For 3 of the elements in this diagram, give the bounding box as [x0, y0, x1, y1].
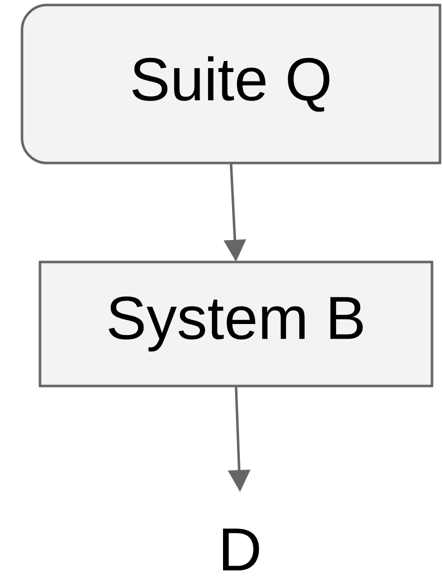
- card-box: Suite Q: [20, 4, 442, 164]
- process-box: System B: [38, 260, 434, 388]
- node-label: D: [223, 528, 260, 570]
